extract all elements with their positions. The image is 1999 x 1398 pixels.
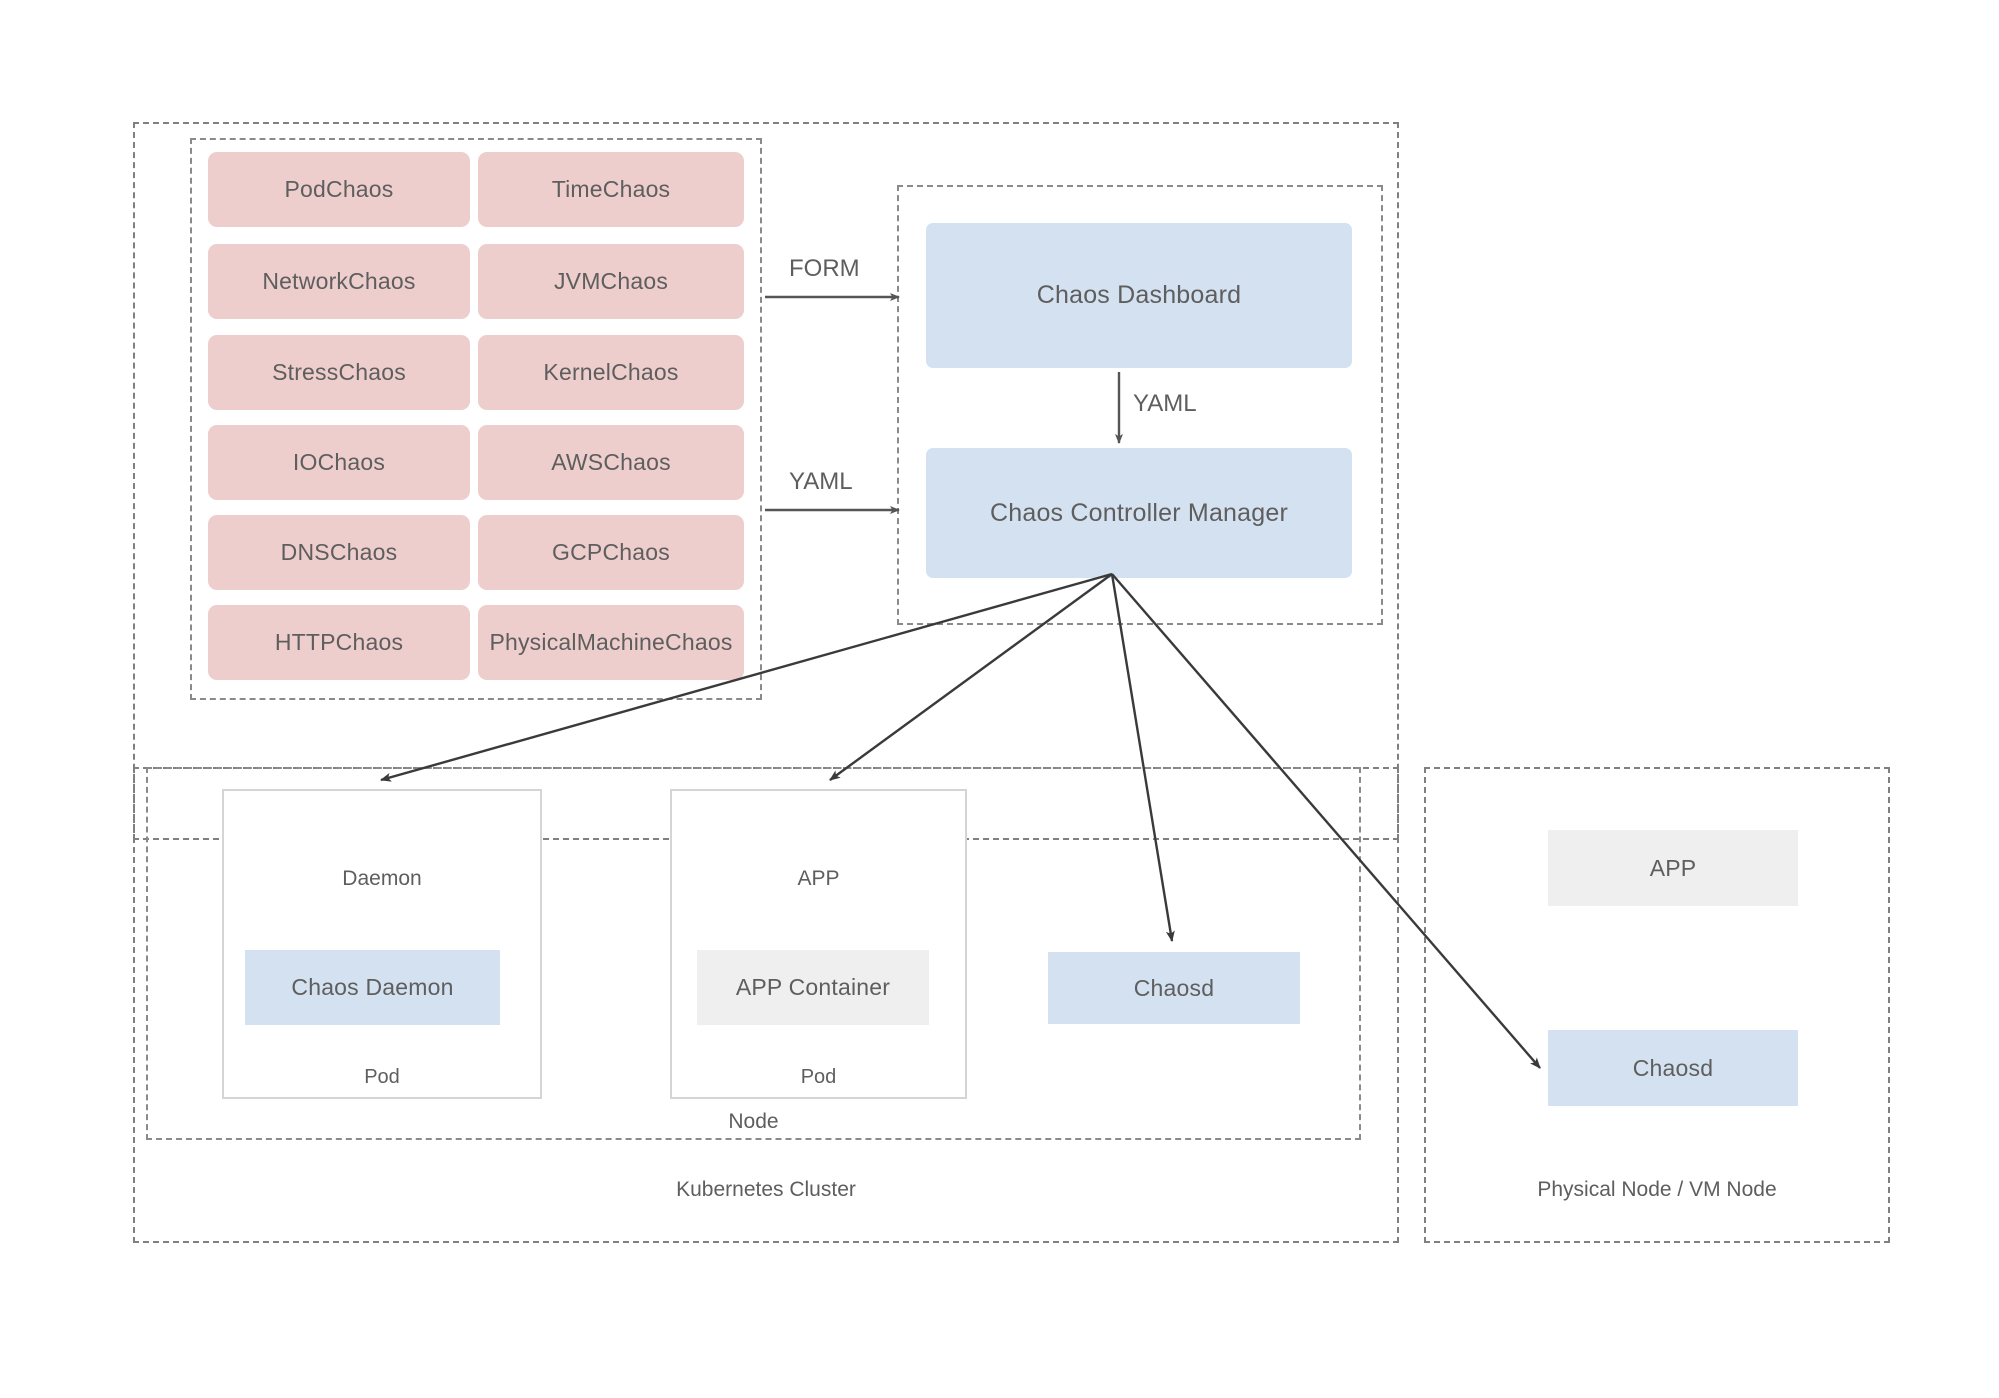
chaos-type-label: DNSChaos — [280, 539, 398, 566]
chaos-dashboard-label: Chaos Dashboard — [1036, 281, 1242, 310]
chaos-type-podchaos[interactable]: PodChaos — [208, 152, 470, 227]
chaos-type-label: IOChaos — [292, 449, 386, 476]
chaos-type-label: StressChaos — [272, 359, 406, 386]
chaosd-node-physical[interactable]: Chaosd — [1548, 1030, 1798, 1106]
edge-label-yaml-input: YAML — [789, 468, 853, 495]
chaosd-node-cluster[interactable]: Chaosd — [1048, 952, 1300, 1024]
daemon-pod-title: Daemon — [342, 867, 422, 890]
chaos-type-label: AWSChaos — [551, 449, 671, 476]
chaos-type-label: HTTPChaos — [274, 629, 404, 656]
chaos-type-label: JVMChaos — [553, 268, 669, 295]
chaos-type-kernelchaos[interactable]: KernelChaos — [478, 335, 744, 410]
chaos-type-physicalmachinechaos[interactable]: PhysicalMachineChaos — [478, 605, 744, 680]
chaos-type-label: KernelChaos — [543, 359, 679, 386]
chaos-type-dnschaos[interactable]: DNSChaos — [208, 515, 470, 590]
daemon-pod-footer: Pod — [364, 1065, 400, 1088]
k8s-node-label: Node — [728, 1110, 779, 1133]
chaos-type-label: GCPChaos — [552, 539, 670, 566]
chaos-controller-manager-node[interactable]: Chaos Controller Manager — [926, 448, 1352, 578]
physical-node-app-label: APP — [1649, 854, 1697, 881]
chaosd-label: Chaosd — [1632, 1054, 1714, 1081]
app-container-node[interactable]: APP Container — [697, 950, 929, 1025]
chaos-type-stresschaos[interactable]: StressChaos — [208, 335, 470, 410]
app-pod-footer: Pod — [800, 1065, 837, 1088]
app-pod-box — [670, 789, 967, 1099]
edge-label-yaml-dashboard-to-controller: YAML — [1133, 390, 1197, 417]
physical-node-label: Physical Node / VM Node — [1537, 1178, 1777, 1201]
chaos-type-timechaos[interactable]: TimeChaos — [478, 152, 744, 227]
chaos-daemon-node[interactable]: Chaos Daemon — [245, 950, 500, 1025]
chaos-type-jvmchaos[interactable]: JVMChaos — [478, 244, 744, 319]
chaos-type-label: PodChaos — [284, 176, 394, 203]
kubernetes-cluster-label: Kubernetes Cluster — [676, 1178, 856, 1201]
chaos-type-label: NetworkChaos — [262, 268, 416, 295]
chaosd-label: Chaosd — [1133, 974, 1215, 1001]
chaos-daemon-label: Chaos Daemon — [291, 974, 454, 1001]
edge-label-form: FORM — [789, 255, 860, 282]
daemon-pod-box — [222, 789, 542, 1099]
chaos-controller-manager-label: Chaos Controller Manager — [989, 498, 1288, 527]
chaos-type-gcpchaos[interactable]: GCPChaos — [478, 515, 744, 590]
physical-node-app[interactable]: APP — [1548, 830, 1798, 906]
chaos-type-networkchaos[interactable]: NetworkChaos — [208, 244, 470, 319]
chaos-type-label: PhysicalMachineChaos — [489, 629, 733, 656]
app-container-label: APP Container — [735, 974, 891, 1001]
app-pod-title: APP — [797, 867, 840, 890]
chaos-type-httpchaos[interactable]: HTTPChaos — [208, 605, 470, 680]
chaos-type-awschaos[interactable]: AWSChaos — [478, 425, 744, 500]
chaos-type-label: TimeChaos — [551, 176, 671, 203]
chaos-type-iochaos[interactable]: IOChaos — [208, 425, 470, 500]
chaos-dashboard-node[interactable]: Chaos Dashboard — [926, 223, 1352, 368]
